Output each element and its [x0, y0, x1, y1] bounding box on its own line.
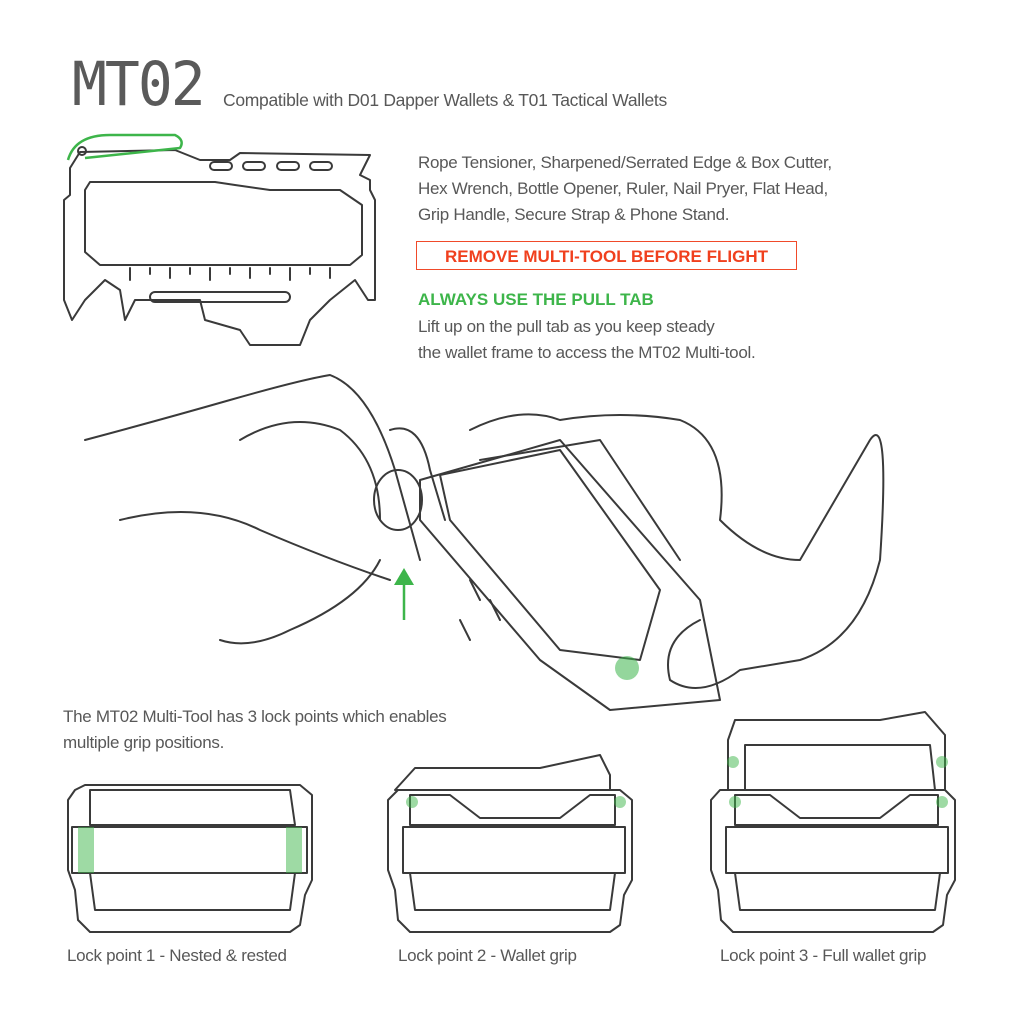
instruction-line: Lift up on the pull tab as you keep stea… — [418, 317, 715, 336]
instruction-line: the wallet frame to access the MT02 Mult… — [418, 343, 756, 362]
lock-points-intro: The MT02 Multi-Tool has 3 lock points wh… — [63, 704, 447, 756]
lock-point-3-illustration — [710, 711, 956, 933]
flight-warning-badge: REMOVE MULTI-TOOL BEFORE FLIGHT — [416, 241, 797, 270]
hands-illustration — [84, 374, 885, 711]
intro-line: The MT02 Multi-Tool has 3 lock points wh… — [63, 707, 447, 726]
feature-list: Rope Tensioner, Sharpened/Serrated Edge … — [418, 150, 832, 228]
feature-line: Rope Tensioner, Sharpened/Serrated Edge … — [418, 153, 832, 172]
lock-point-3-caption: Lock point 3 - Full wallet grip — [720, 946, 927, 965]
lock-point-2-illustration — [387, 754, 633, 933]
lock-point-1-illustration — [67, 784, 313, 933]
lock-point-1-caption: Lock point 1 - Nested & rested — [67, 946, 287, 965]
feature-line: Hex Wrench, Bottle Opener, Ruler, Nail P… — [418, 179, 828, 198]
compatibility-subtitle: Compatible with D01 Dapper Wallets & T01… — [223, 90, 667, 110]
intro-line: multiple grip positions. — [63, 733, 224, 752]
product-title: MT02 — [72, 48, 206, 120]
feature-line: Grip Handle, Secure Strap & Phone Stand. — [418, 205, 730, 224]
pull-tab-instructions: Lift up on the pull tab as you keep stea… — [418, 314, 756, 366]
arrow-up-icon — [394, 568, 414, 620]
multitool-illustration — [63, 133, 376, 346]
pull-tab-heading: ALWAYS USE THE PULL TAB — [418, 290, 654, 309]
lock-point-2-caption: Lock point 2 - Wallet grip — [398, 946, 577, 965]
